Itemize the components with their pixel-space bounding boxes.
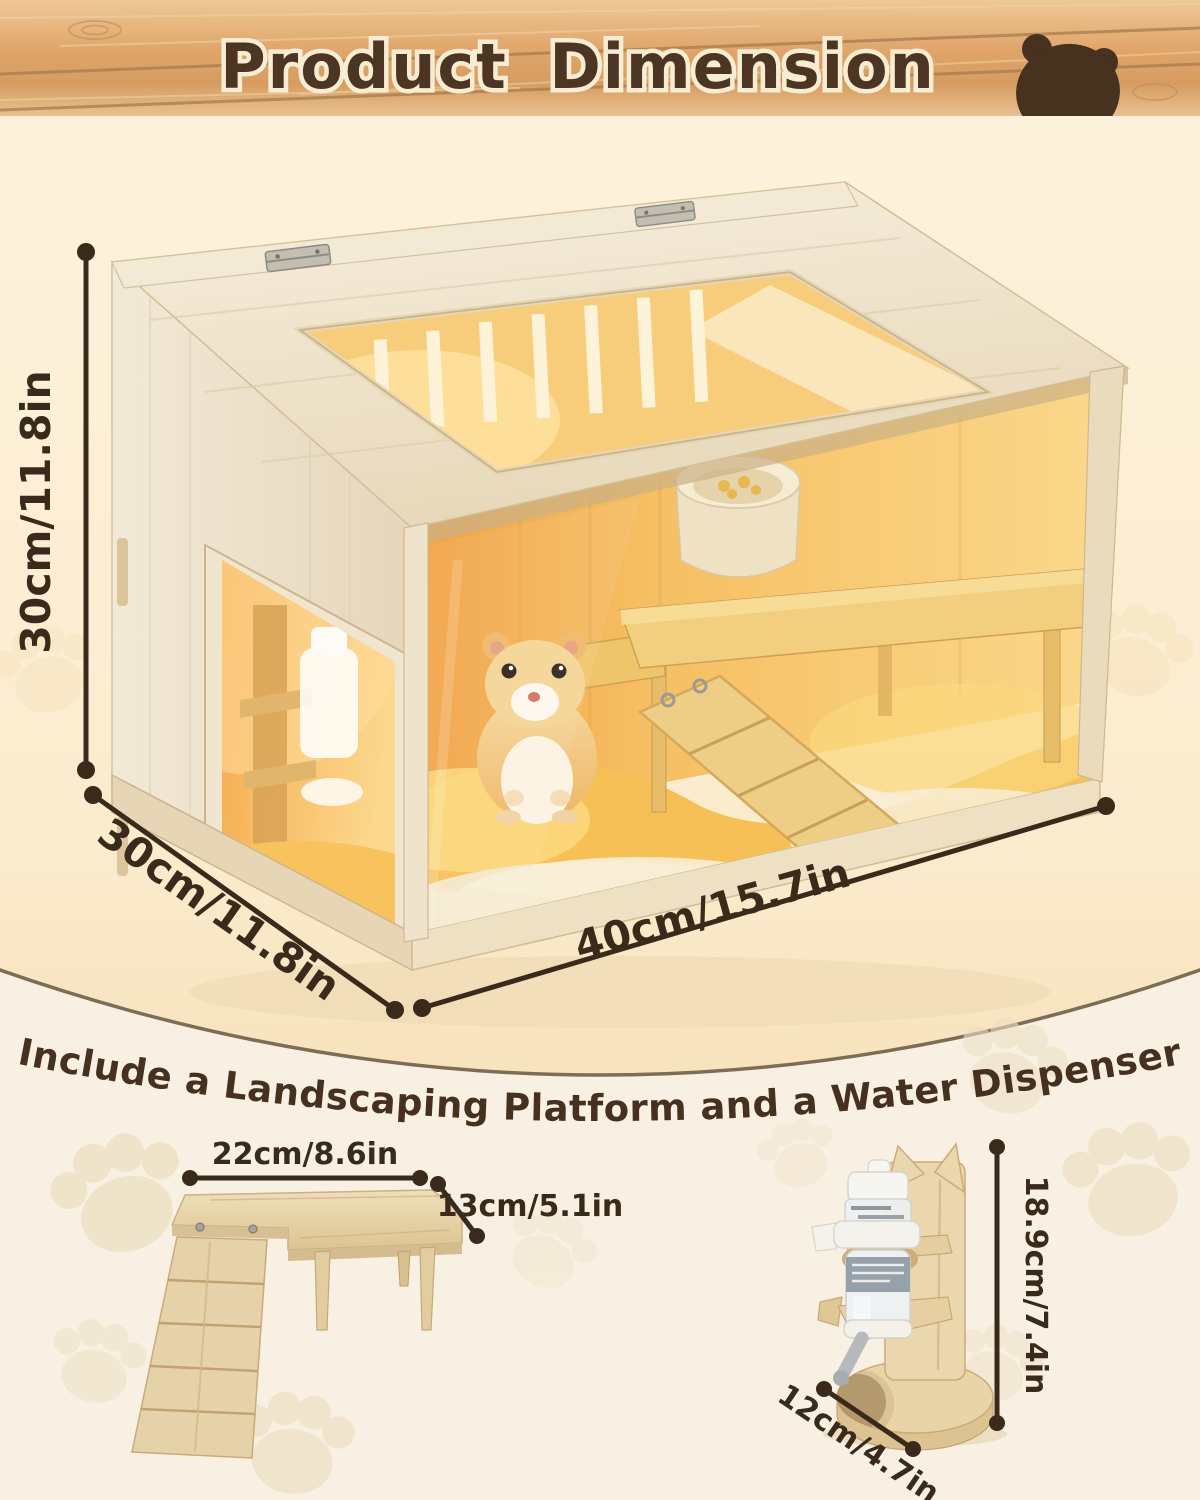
cage-shadow: [190, 956, 1050, 1028]
platform-dimensions: 22cm/8.6in 13cm/5.1in: [182, 1137, 623, 1244]
platform-legs: [314, 1246, 436, 1331]
platform-width-label: 22cm/8.6in: [212, 1137, 399, 1172]
platform-screw: [195, 1222, 205, 1232]
banner: Product Dimension: [0, 0, 1200, 141]
roof-window-slats: [373, 289, 709, 432]
cage-right-post: [1077, 365, 1125, 783]
acrylic-sheen: [415, 498, 640, 933]
width-dimension-line: [419, 803, 1109, 1011]
cage-photo: [110, 181, 1130, 1028]
dispenser-photo: [811, 1142, 1007, 1451]
inner-stand-board: [253, 605, 287, 845]
dispenser-height-label: 18.9cm/7.4in: [1018, 1176, 1053, 1395]
dispenser-bottle: [811, 1159, 921, 1386]
cage-front-left-post: [403, 522, 429, 943]
cage-height-label: 30cm/11.8in: [12, 370, 60, 653]
roof-window-edge: [297, 271, 991, 473]
paw-icon: [1056, 1114, 1200, 1247]
banner-wood-knots: [68, 20, 1178, 101]
banner-plank-seams: [0, 26, 1200, 112]
bottle-label: [846, 1257, 910, 1292]
platform-depth-label: 13cm/5.1in: [437, 1189, 624, 1224]
banner-title: Product Dimension: [220, 30, 936, 103]
platform-depth-line: [435, 1181, 480, 1239]
dispenser-base-line: [821, 1386, 916, 1452]
hamster: [477, 632, 597, 824]
hinge-icon: [634, 200, 696, 228]
depth-dimension-line: [90, 792, 398, 1013]
stage-arc-line: [0, 968, 1200, 1077]
cat-ear-right: [933, 1142, 966, 1194]
hinge-icon: [264, 243, 332, 273]
banner-wood-background: [0, 0, 1200, 116]
inner-water-bottle: [300, 648, 358, 758]
platform-ramp: [131, 1236, 268, 1459]
platform-edge-right: [288, 1243, 462, 1261]
platform-photo: [131, 1189, 463, 1459]
cage-left-slots: [117, 538, 128, 876]
roof-window-acrylic: [690, 285, 988, 436]
platform-screw: [248, 1224, 258, 1234]
paw-icon: [42, 1312, 152, 1412]
roof-underside: [412, 368, 1128, 546]
bottle-spout: [836, 1331, 869, 1381]
